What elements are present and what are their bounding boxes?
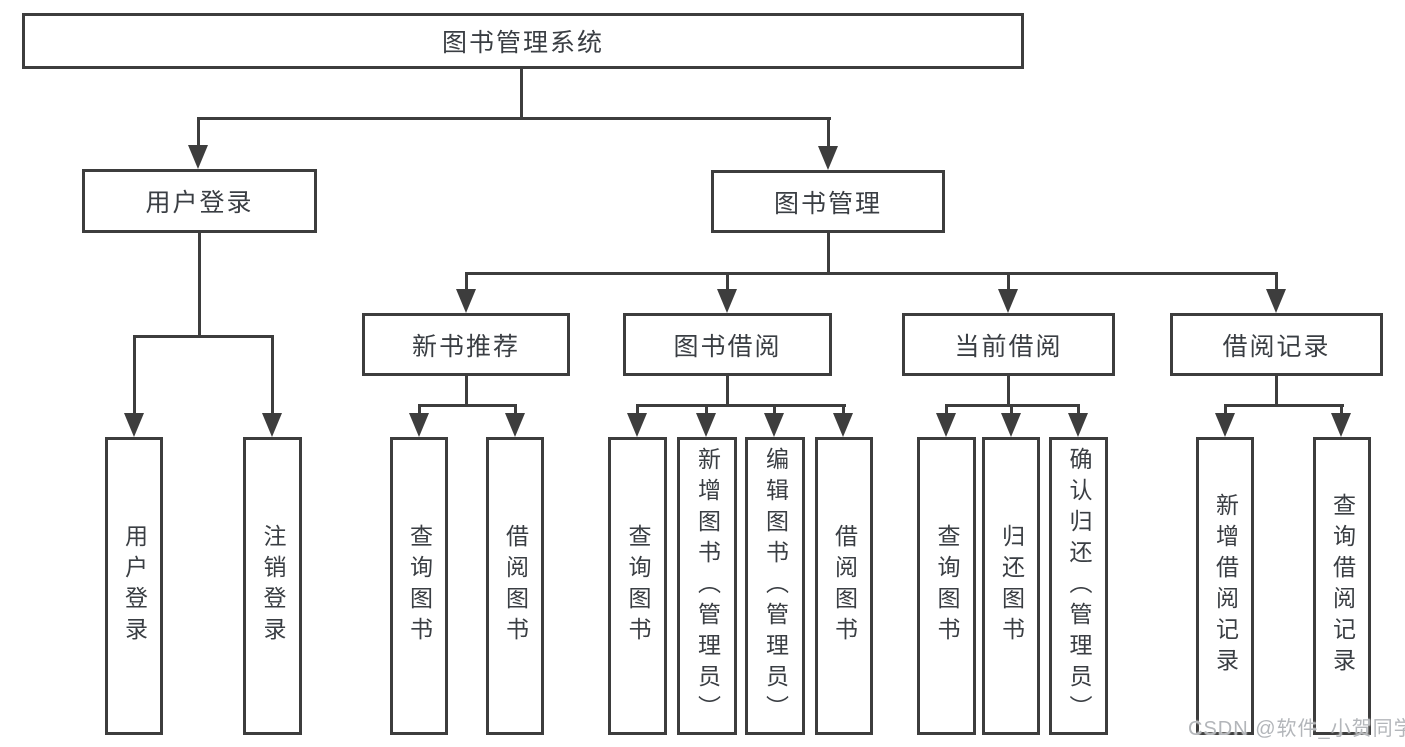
leaf-rec-borrow-books: 借阅图书 — [486, 437, 544, 735]
connector-stub-new-book-rec — [465, 272, 468, 291]
connector-stub-current-borrow — [1007, 272, 1010, 291]
arrow-new-book-rec — [456, 289, 476, 313]
connector-stub-leaf-user-login — [133, 335, 136, 415]
connector-currentborrow-vertical — [1007, 376, 1010, 404]
arrow-current-borrow — [998, 289, 1018, 313]
node-borrowing-records: 借阅记录 — [1170, 313, 1383, 376]
arrow-leaf-br-add — [1215, 413, 1235, 437]
arrow-borrow-records — [1266, 289, 1286, 313]
connector-stub-leaf-br-query — [1340, 404, 1343, 415]
connector-stub-book-mgmt — [827, 117, 830, 147]
leaf-bb-borrow-books: 借阅图书 — [815, 437, 873, 735]
arrow-leaf-rec-query — [409, 413, 429, 437]
connector-stub-leaf-rec-borrow — [514, 404, 517, 415]
connector-stub-leaf-bb-borrow — [842, 404, 845, 415]
connector-stub-leaf-cb-query — [945, 404, 948, 415]
arrow-leaf-bb-edit — [764, 413, 784, 437]
arrow-leaf-bb-borrow — [833, 413, 853, 437]
arrow-leaf-cb-confirm — [1068, 413, 1088, 437]
connector-stub-book-borrow — [726, 272, 729, 291]
arrow-leaf-cb-query — [936, 413, 956, 437]
connector-root-horizontal — [197, 117, 831, 120]
leaf-logout: 注销登录 — [243, 437, 302, 735]
connector-stub-leaf-br-add — [1224, 404, 1227, 415]
connector-newbookrec-horizontal — [418, 404, 517, 407]
connector-borrowrecords-vertical — [1275, 376, 1278, 404]
leaf-bb-add-books-admin: 新增图书（管理员） — [677, 437, 737, 735]
arrow-leaf-bb-query — [627, 413, 647, 437]
arrow-book-mgmt — [818, 146, 838, 170]
watermark: CSDN @软件_小贺同学 — [1188, 718, 1405, 740]
connector-stub-leaf-rec-query — [418, 404, 421, 415]
connector-stub-leaf-bb-add — [705, 404, 708, 415]
leaf-user-login: 用户登录 — [105, 437, 163, 735]
connector-userlogin-vertical — [198, 233, 201, 335]
connector-root-vertical — [520, 69, 523, 117]
connector-bookmgmt-horizontal — [465, 272, 1278, 275]
leaf-br-add-record: 新增借阅记录 — [1196, 437, 1254, 735]
arrow-leaf-br-query — [1331, 413, 1351, 437]
connector-newbookrec-vertical — [465, 376, 468, 404]
leaf-br-query-record: 查询借阅记录 — [1313, 437, 1371, 735]
arrow-leaf-bb-add — [696, 413, 716, 437]
leaf-cb-query-books: 查询图书 — [917, 437, 976, 735]
arrow-leaf-user-login — [124, 413, 144, 437]
node-current-borrowing: 当前借阅 — [902, 313, 1115, 376]
node-book-management: 图书管理 — [711, 170, 945, 233]
leaf-bb-query-books: 查询图书 — [608, 437, 667, 735]
leaf-cb-return-books: 归还图书 — [982, 437, 1040, 735]
connector-bookborrow-horizontal — [636, 404, 846, 407]
arrow-leaf-logout — [262, 413, 282, 437]
node-user-login: 用户登录 — [82, 169, 317, 233]
arrow-book-borrow — [717, 289, 737, 313]
connector-stub-leaf-logout — [271, 335, 274, 415]
leaf-bb-edit-books-admin: 编辑图书（管理员） — [745, 437, 805, 735]
arrow-leaf-rec-borrow — [505, 413, 525, 437]
connector-borrowrecords-horizontal — [1224, 404, 1344, 407]
connector-stub-leaf-cb-return — [1010, 404, 1013, 415]
node-new-book-recommendation: 新书推荐 — [362, 313, 570, 376]
node-library-system: 图书管理系统 — [22, 13, 1024, 69]
arrow-leaf-cb-return — [1001, 413, 1021, 437]
leaf-cb-confirm-return-admin: 确认归还（管理员） — [1049, 437, 1108, 735]
connector-stub-leaf-bb-query — [636, 404, 639, 415]
connector-stub-leaf-cb-confirm — [1077, 404, 1080, 415]
connector-stub-user-login — [197, 117, 200, 147]
arrow-user-login — [188, 145, 208, 169]
node-book-borrowing: 图书借阅 — [623, 313, 832, 376]
connector-stub-borrow-records — [1275, 272, 1278, 291]
connector-bookmgmt-vertical — [827, 233, 830, 272]
connector-userlogin-horizontal — [133, 335, 274, 338]
connector-stub-leaf-bb-edit — [773, 404, 776, 415]
leaf-rec-query-books: 查询图书 — [390, 437, 448, 735]
connector-bookborrow-vertical — [726, 376, 729, 404]
